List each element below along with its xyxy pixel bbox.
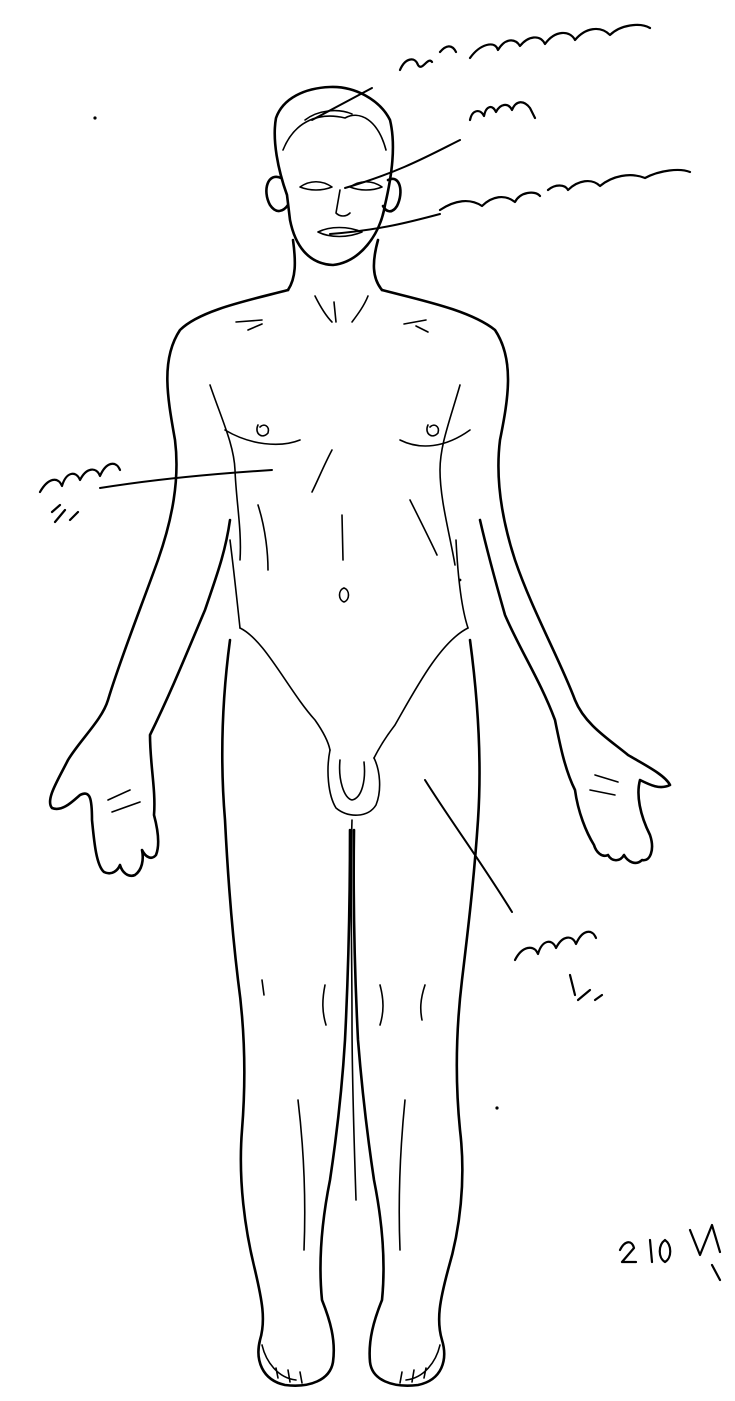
right-leg-outline [354, 640, 480, 1386]
note-2-10 [620, 1225, 720, 1280]
chest-line [225, 430, 300, 444]
hairline [283, 115, 386, 150]
note-mole-chest [40, 464, 120, 522]
note-silver-cerebrum [400, 25, 650, 70]
leader-mouth [330, 214, 440, 234]
leader-thigh-mole [425, 780, 512, 912]
right-nipple [427, 425, 438, 436]
note-mole-thigh [515, 932, 602, 1000]
note-clear [470, 102, 535, 120]
leader-head [312, 88, 372, 120]
left-eye [300, 182, 332, 190]
left-nipple [257, 425, 268, 436]
left-leg-outline [222, 640, 350, 1386]
head-outline [275, 87, 393, 265]
neck [288, 240, 295, 290]
left-ear [266, 177, 288, 211]
navel [340, 588, 349, 602]
torso-arms-outline [50, 290, 288, 876]
annotation-leaders [100, 88, 512, 912]
male-front-figure [50, 87, 670, 1386]
handwritten-notes [40, 25, 720, 1280]
genitals [328, 750, 380, 815]
leader-eye [345, 140, 460, 188]
leader-chest-mole [100, 470, 272, 488]
nose [336, 190, 350, 216]
note-mag-scan [440, 170, 690, 210]
